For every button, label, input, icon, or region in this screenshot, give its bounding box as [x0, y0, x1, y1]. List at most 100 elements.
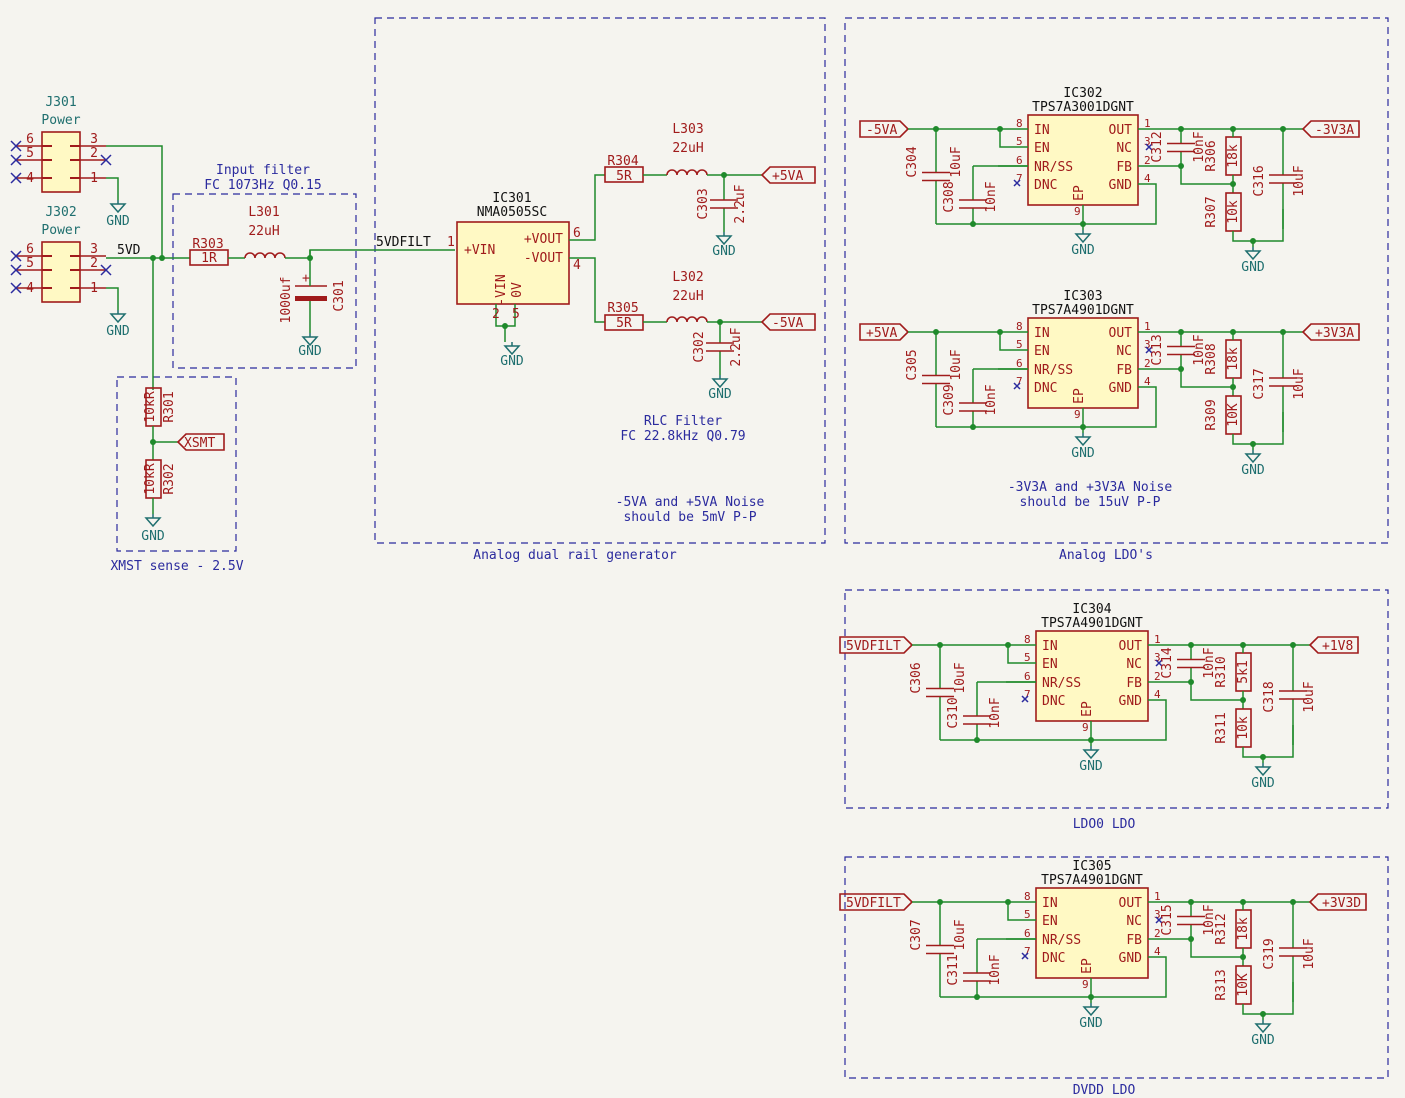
ldo1-value: TPS7A3001DGNT [1032, 100, 1134, 115]
svg-text:+: + [302, 271, 310, 286]
ldo-layer: IC302TPS7A3001DGNTINENNR/SSDNCOUTNCFBGND… [839, 86, 1367, 1048]
ldo4-cff-value: 10nF [1202, 904, 1217, 935]
ldo2-cff-value: 10nF [1192, 334, 1207, 365]
gnd-c301: GND [298, 344, 322, 359]
r303-value: 1R [201, 251, 217, 266]
ldo2-pinnum-l3: 7 [1016, 375, 1023, 388]
ldo1-rbot-ref: R307 [1204, 196, 1219, 227]
ldo3-pinnum-l1: 5 [1024, 651, 1031, 664]
dual-rail-noise-2: should be 5mV P-P [623, 510, 756, 525]
ldo2-pinnum-r2: 2 [1144, 357, 1151, 370]
ldo2-pin-dnc: DNC [1034, 381, 1057, 396]
r305-ref: R305 [607, 301, 638, 316]
ldo1-gnd: GND [1071, 243, 1095, 258]
ldo4-pinnum-r2: 2 [1154, 927, 1161, 940]
svg-text:2: 2 [90, 146, 98, 161]
r302-value: 10kR [143, 463, 158, 494]
ldo3-pin-fb: FB [1126, 676, 1142, 691]
ldo1-pin-nr: NR/SS [1034, 160, 1073, 175]
analog-ldo-noise-2: should be 15uV P-P [1020, 495, 1161, 510]
ldo2-rbot-value: 10K [1226, 403, 1241, 427]
j301-value: Power [41, 113, 80, 128]
ldo4-pin-nc: NC [1126, 914, 1142, 929]
dvdd-box [844, 856, 1389, 1079]
ldo4-pinnum-l3: 7 [1024, 945, 1031, 958]
ldo2-rtop-ref: R308 [1204, 343, 1219, 374]
ldo3-cin-value: 10uF [953, 662, 968, 693]
ldo1-pin-en: EN [1034, 141, 1050, 156]
svg-text:6: 6 [26, 132, 34, 147]
ldo1-pinnum-ep: 9 [1074, 205, 1081, 218]
ldo2-pin-nc: NC [1116, 344, 1132, 359]
ldo3-gnd: GND [1079, 759, 1103, 774]
ldo4-in-label: 5VDFILT [846, 896, 901, 911]
analog-ldo-box [844, 17, 1389, 544]
ldo2-pinnum-r3: 4 [1144, 375, 1151, 388]
net-5vd: 5VD [117, 243, 141, 258]
ldo1-pinnum-r2: 2 [1144, 154, 1151, 167]
ldo4-pinnum-r0: 1 [1154, 890, 1161, 903]
ldo2-rtop-value: 18k [1226, 347, 1241, 371]
ldo2-ref: IC303 [1063, 289, 1102, 304]
ldo2-pinnum-r1: 3 [1144, 338, 1151, 351]
ldo4-pin-fb: FB [1126, 933, 1142, 948]
ldo4-cnr-value: 10nF [988, 954, 1003, 985]
ldo2-value: TPS7A4901DGNT [1032, 303, 1134, 318]
ldo3-pinnum-l0: 8 [1024, 633, 1031, 646]
no-connect-marks [10, 140, 112, 294]
ic301-pin-vout-n: -VOUT [524, 251, 563, 266]
ldo2-pinnum-r0: 1 [1144, 320, 1151, 333]
c302-value: 2.2uF [729, 327, 744, 366]
ldo2-cout-value: 10uF [1292, 368, 1307, 399]
ic301-value: NMA0505SC [477, 205, 547, 220]
ldo2-cout-ref: C317 [1252, 368, 1267, 399]
ldo1-rtop-value: 18k [1226, 144, 1241, 168]
l303-ref: L303 [672, 122, 703, 137]
gnd-r302: GND [141, 529, 165, 544]
ldo-stage-3: IC304TPS7A4901DGNTINENNR/SSDNCOUTNCFBGND… [839, 602, 1359, 791]
ldo3-pin-en: EN [1042, 657, 1058, 672]
c302-ref: C302 [692, 331, 707, 362]
svg-text:5: 5 [26, 146, 34, 161]
ldo1-in-label: -5VA [866, 123, 897, 138]
ldo3-cout-value: 10uF [1302, 681, 1317, 712]
ldo3-cin-ref: C306 [909, 662, 924, 693]
ldo1-pinnum-l1: 5 [1016, 135, 1023, 148]
ic301-pin-vin-n: -VIN [494, 274, 509, 305]
ldo3-pinnum-l2: 6 [1024, 670, 1031, 683]
ldo2-pin-out: OUT [1109, 326, 1133, 341]
ldo1-pinnum-l2: 6 [1016, 154, 1023, 167]
ldo4-cnr-ref: C311 [946, 954, 961, 985]
ic301-pin-0v: 0V [510, 282, 525, 298]
ldo4-ref: IC305 [1072, 859, 1111, 874]
svg-text:5: 5 [512, 307, 520, 322]
ldo4-gnd: GND [1079, 1016, 1103, 1031]
c301-ref: C301 [332, 280, 347, 311]
ldo1-cin-ref: C304 [905, 146, 920, 177]
svg-text:2: 2 [492, 307, 500, 322]
ldo2-pinnum-l1: 5 [1016, 338, 1023, 351]
ldo1-pin-in: IN [1034, 123, 1050, 138]
j302-ref: J302 [45, 205, 76, 220]
svg-text:4: 4 [26, 281, 34, 296]
ldo4-pin-in: IN [1042, 896, 1058, 911]
ldo2-pin-gnd: GND [1109, 381, 1133, 396]
ldo4-pinnum-l2: 6 [1024, 927, 1031, 940]
l302-ref: L302 [672, 270, 703, 285]
l301-value: 22uH [248, 224, 279, 239]
ldo2-cnr-value: 10nF [984, 384, 999, 415]
ldo1-cff-value: 10nF [1192, 131, 1207, 162]
ldo4-cin-value: 10uF [953, 919, 968, 950]
ldo1-rtop-ref: R306 [1204, 140, 1219, 171]
ldo1-cnr-value: 10nF [984, 181, 999, 212]
ldo3-pin-ep: EP [1080, 701, 1095, 717]
ldo2-in-label: +5VA [866, 326, 897, 341]
ldo4-pinnum-r1: 3 [1154, 908, 1161, 921]
r304-value: 5R [616, 169, 632, 184]
ldo2-out-label: +3V3A [1315, 326, 1354, 341]
ldo1-cout-value: 10uF [1292, 165, 1307, 196]
ic301-ref: IC301 [492, 191, 531, 206]
ldo4-cout-value: 10uF [1302, 938, 1317, 969]
ldo3-pinnum-ep: 9 [1082, 721, 1089, 734]
